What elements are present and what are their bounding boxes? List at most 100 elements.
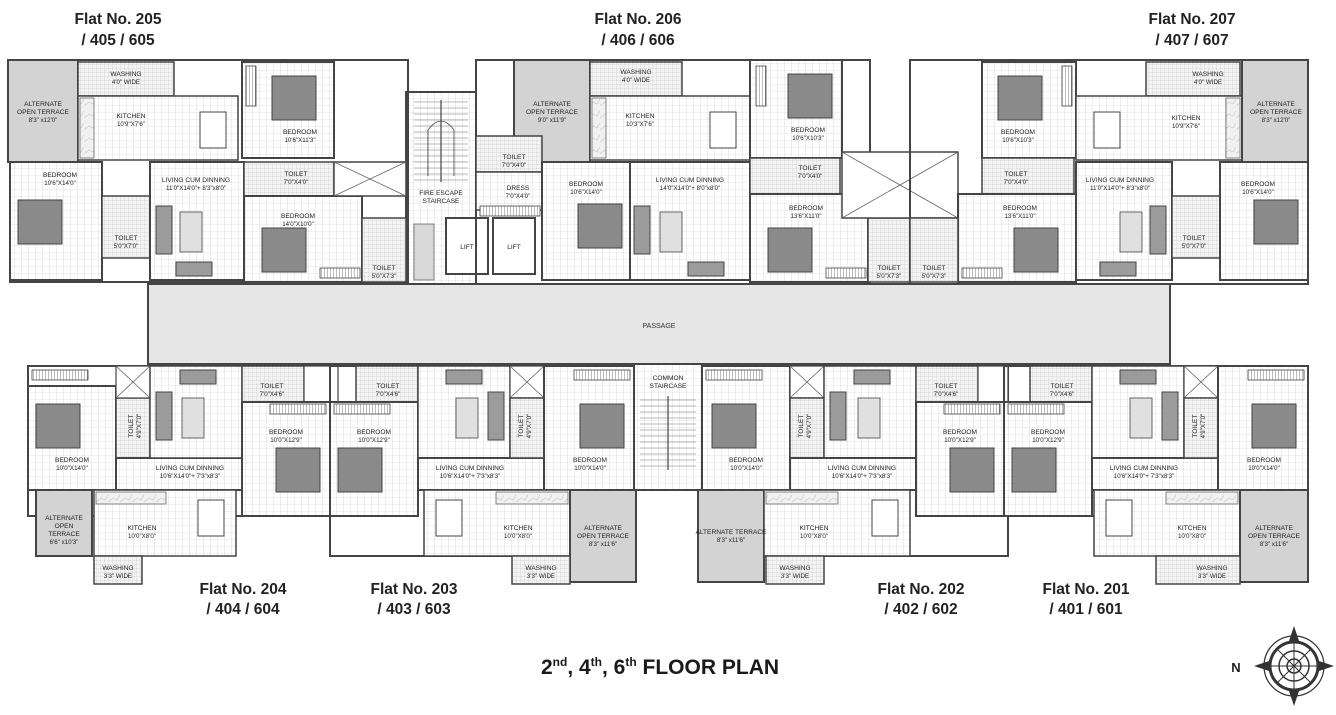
flat-203: TOILET 7'0"X4'6" BEDROOM 10'0"X12'9" TOI… [329, 365, 637, 585]
room-dim: 4'9"X7'0" [806, 414, 813, 439]
room-label: KITCHEN [117, 113, 146, 120]
room-dim: 10'6"X14'0" [1242, 189, 1274, 196]
room-label: KITCHEN [1178, 525, 1207, 532]
dining-table-icon [871, 499, 899, 537]
room-label: OPEN [55, 523, 74, 530]
sofa-icon [1161, 391, 1179, 441]
lift-shaft-1 [445, 217, 489, 275]
room-dim: 14'0"X14'0"+ 8'0"x8'0" [660, 185, 720, 192]
floor-plan-words: FLOOR PLAN [643, 656, 780, 679]
room-label: TOILET [878, 265, 901, 272]
bed-icon [767, 227, 813, 273]
fire-escape-label: FIRE ESCAPE [419, 190, 463, 197]
room-label: BEDROOM [1003, 205, 1037, 212]
flat-204-duct-2 [303, 365, 339, 403]
bed-icon [579, 403, 625, 449]
sofa-icon [175, 261, 213, 277]
flat-205-terrace [7, 59, 79, 163]
flat-207-terrace [1241, 59, 1309, 163]
room-dim: 10'0"X12'9" [358, 437, 390, 444]
wardrobe-icon [1247, 369, 1305, 381]
wardrobe-icon [825, 267, 867, 279]
room-label: KITCHEN [504, 525, 533, 532]
room-dim: 10'0"X14'0" [56, 465, 88, 472]
room-label: OPEN TERRACE [1250, 109, 1303, 116]
bed-icon [1013, 227, 1059, 273]
flat-207-toilet-a [981, 157, 1075, 195]
flat-202-kitchen-counter [765, 491, 839, 505]
flat-203-toilet-a [355, 365, 419, 403]
rug-icon [659, 211, 683, 253]
bed-icon [949, 447, 995, 493]
room-label: TOILET [1183, 235, 1206, 242]
room-label: TOILET [798, 415, 805, 438]
common-staircase-label-2: STAIRCASE [650, 383, 687, 390]
room-label: LIVING CUM DINNING [1110, 465, 1178, 472]
flat-207-toilet-c [909, 217, 959, 283]
room-label: ALTERNATE [533, 101, 571, 108]
flat-206-subheading: / 406 / 606 [601, 32, 675, 49]
room-dim: 4'0" WIDE [622, 77, 650, 84]
room-label: TOILET [799, 165, 822, 172]
wardrobe-icon [245, 65, 257, 107]
flat-207-subheading: / 407 / 607 [1155, 32, 1228, 49]
flat-205-washing [77, 61, 175, 97]
flat-201-washing [1155, 555, 1241, 585]
room-label: KITCHEN [1172, 115, 1201, 122]
fire-escape-label-2: STAIRCASE [423, 198, 460, 205]
bed-icon [35, 403, 81, 449]
room-label: TOILET [1005, 171, 1028, 178]
room-dim: 9'0" x11'9" [538, 117, 566, 124]
dining-table-icon [197, 499, 225, 537]
room-label: BEDROOM [1247, 457, 1281, 464]
room-dim: 7'0"X4'0" [506, 193, 531, 200]
dining-table-icon [1093, 111, 1121, 149]
flat-201-living [1091, 457, 1219, 491]
flat-202: ALTERNATE TERRACE 8'3" x11'6" BEDROOM 10… [695, 365, 1009, 585]
flat-201: TOILET 7'0"X4'6" BEDROOM 10'0"X12'9" LIV… [1003, 365, 1309, 585]
room-dim: 10'6"X10'3" [792, 135, 824, 142]
wardrobe-icon [1007, 403, 1065, 415]
flat-201-terrace [1239, 489, 1309, 583]
room-label: BEDROOM [269, 429, 303, 436]
room-dim: 10'0"X14'0" [1248, 465, 1280, 472]
rug-icon [455, 397, 479, 439]
room-dim: 10'9"X7'6" [1172, 123, 1200, 130]
lift-shaft-2 [492, 217, 536, 275]
room-label: ALTERNATE [584, 525, 622, 532]
flat-202-subheading: / 402 / 602 [884, 601, 957, 618]
flat-204-toilet-v [115, 397, 151, 459]
flat-207-heading: Flat No. 207 [1149, 11, 1236, 28]
bed-icon [275, 447, 321, 493]
room-label: BEDROOM [569, 181, 603, 188]
north-label: N [1231, 660, 1240, 675]
flat-204: BEDROOM 10'0"X14'0" TOILET 4'9"X7'0" LIV… [27, 365, 419, 585]
room-dim: 8'3" x11'6" [589, 541, 617, 548]
room-label: KITCHEN [128, 525, 157, 532]
flat-206-washing [589, 61, 683, 97]
room-dim: 10'0"X12'9" [1032, 437, 1064, 444]
bed-icon [711, 403, 757, 449]
passage [147, 283, 1171, 365]
compass-rose-icon: N [1231, 626, 1334, 706]
sofa-icon [155, 205, 173, 255]
rug-icon [179, 211, 203, 253]
room-dim: 7'0"X4'0" [284, 179, 309, 186]
flat-202-washing [765, 555, 825, 585]
room-dim: 5'0"X7'3" [372, 273, 397, 280]
flat-205-heading: Flat No. 205 [75, 11, 162, 28]
flat-203-washing [511, 555, 571, 585]
room-label: TOILET [503, 154, 526, 161]
sofa-icon [1119, 369, 1157, 385]
flat-201-heading: Flat No. 201 [1043, 581, 1130, 598]
flat-206-toilet-b [867, 217, 911, 283]
wardrobe-icon [705, 369, 763, 381]
fire-escape-steps [414, 100, 468, 182]
room-dim: 5'0"X7'3" [877, 273, 902, 280]
room-dim: 7'0"X4'0" [502, 162, 527, 169]
flat-203-living [417, 457, 545, 491]
wardrobe-icon [961, 267, 1003, 279]
room-label: WASHING [620, 69, 651, 76]
room-label: TOILET [935, 383, 958, 390]
